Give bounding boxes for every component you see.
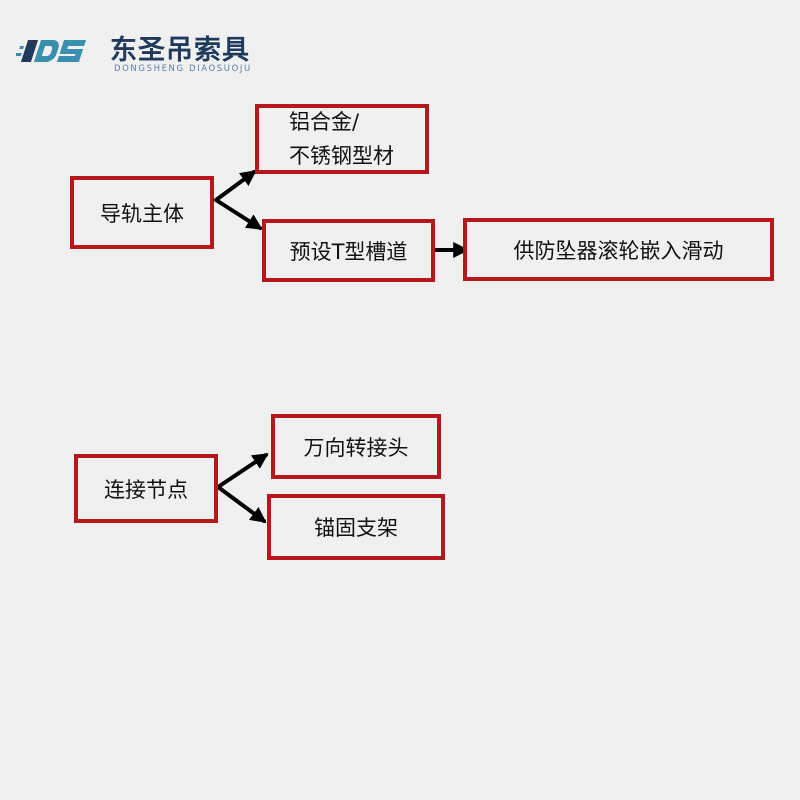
arrow-root-to-slot (214, 198, 263, 230)
company-logo-mark (16, 40, 87, 62)
universal-adapter-box: 万向转接头 (271, 414, 441, 479)
arrow-root-to-material (214, 170, 257, 202)
slot-result-label: 供防坠器滚轮嵌入滑动 (513, 238, 724, 263)
company-name-en: DONGSHENG DIAOSUOJU (114, 64, 252, 74)
rail-material-box: 铝合金/ 不锈钢型材 (255, 104, 429, 174)
anchor-bracket-label: 锚固支架 (314, 516, 398, 540)
t-slot-box: 预设T型槽道 (262, 219, 435, 282)
arrow-node-to-child1 (216, 453, 269, 489)
rail-main-body-box: 导轨主体 (70, 176, 214, 249)
rail-material-line1: 铝合金/ (289, 110, 360, 134)
connection-node-box: 连接节点 (74, 454, 218, 523)
t-slot-label: 预设T型槽道 (289, 239, 408, 264)
arrow-node-to-child2 (216, 485, 267, 523)
universal-adapter-label: 万向转接头 (303, 435, 409, 460)
company-logo: 东圣吊索具 DONGSHENG DIAOSUOJU (16, 26, 250, 78)
slot-result-box: 供防坠器滚轮嵌入滑动 (463, 218, 774, 281)
anchor-bracket-box: 锚固支架 (267, 494, 445, 560)
rail-main-body-label: 导轨主体 (100, 201, 184, 226)
rail-material-line2: 不锈钢型材 (289, 144, 394, 168)
company-name-cn: 东圣吊索具 (110, 35, 250, 66)
connection-node-label: 连接节点 (104, 477, 188, 502)
